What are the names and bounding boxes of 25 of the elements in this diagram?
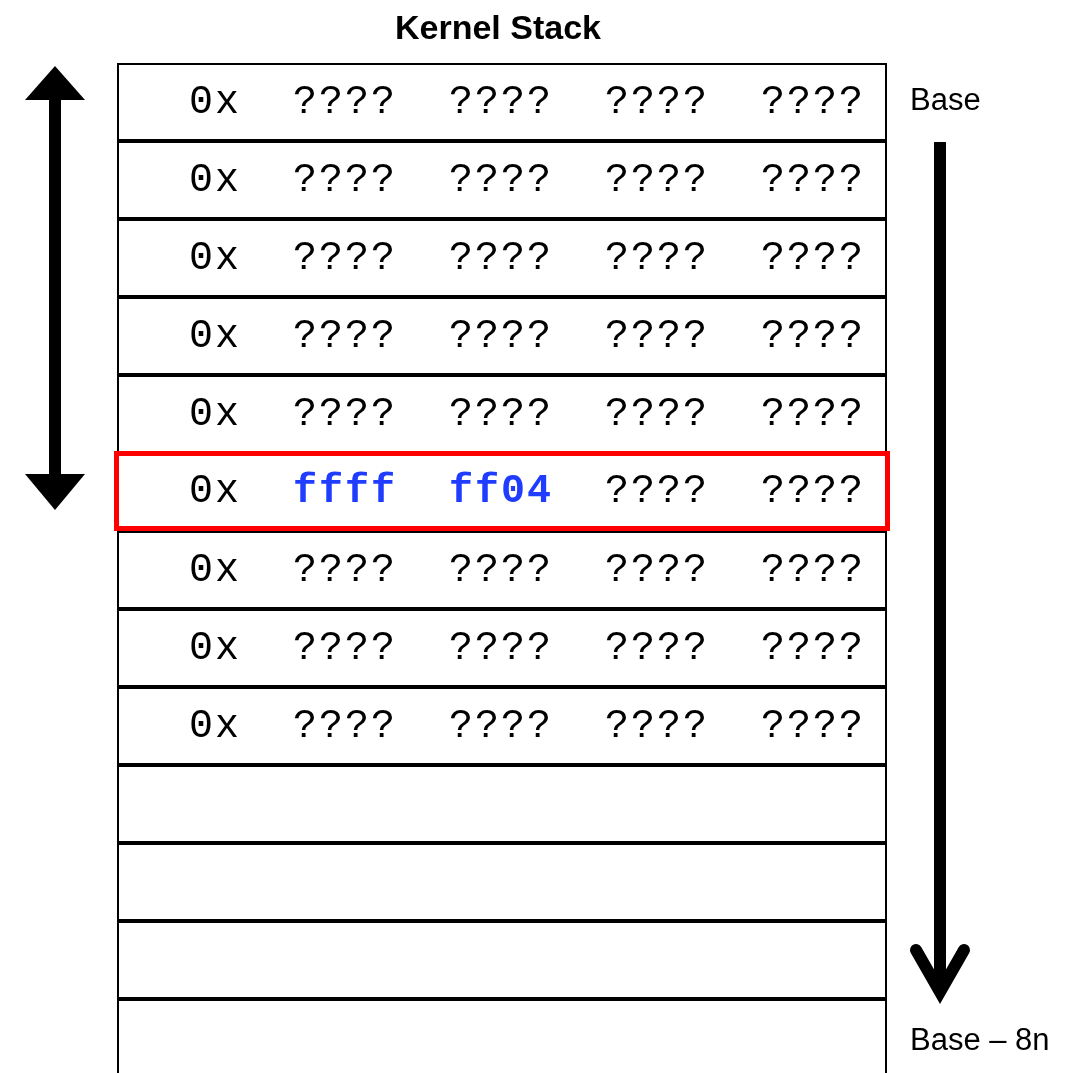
address-label: Base – 8n (910, 1022, 1050, 1058)
address-label: Base (910, 82, 981, 118)
memory-value: 0x ffff ff04 ???? ???? (188, 468, 865, 514)
stack-slot (117, 219, 887, 297)
stack-slot (117, 375, 887, 453)
memory-value: 0x ???? ???? ???? ???? (188, 703, 865, 749)
memory-value: 0x ???? ???? ???? ???? (188, 157, 865, 203)
stack-slot (117, 141, 887, 219)
empty-stack-slot (117, 921, 887, 999)
memory-value: 0x ???? ???? ???? ???? (188, 625, 865, 671)
stack-slot (114, 451, 890, 531)
stack-slot (117, 63, 887, 141)
empty-stack-slot (117, 843, 887, 921)
empty-stack-slot (117, 999, 887, 1073)
memory-value: 0x ???? ???? ???? ???? (188, 79, 865, 125)
memory-value: 0x ???? ???? ???? ???? (188, 313, 865, 359)
stack-slot (117, 531, 887, 609)
memory-value: 0x ???? ???? ???? ???? (188, 391, 865, 437)
empty-stack-slot (117, 765, 887, 843)
diagram-title: Kernel Stack (394, 8, 602, 47)
memory-value: 0x ???? ???? ???? ???? (188, 235, 865, 281)
stack-slot (117, 297, 887, 375)
stack-slot (117, 687, 887, 765)
stack-slot (117, 609, 887, 687)
memory-value: 0x ???? ???? ???? ???? (188, 547, 865, 593)
